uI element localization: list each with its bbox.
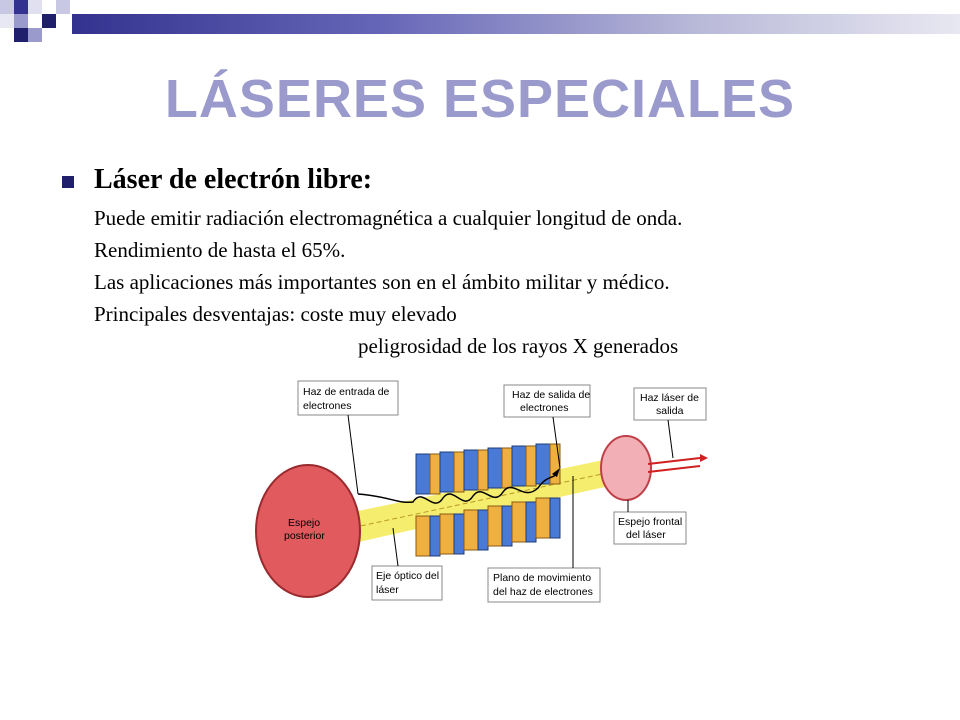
label-box-entrada xyxy=(297,380,399,416)
body-line: Principales desventajas: coste muy eleva… xyxy=(94,302,457,326)
body-line-indented: peligrosidad de los rayos X generados xyxy=(358,334,679,358)
leader-line xyxy=(392,527,399,567)
label-laser-salida-2: salida xyxy=(656,405,684,417)
output-laser-arrowhead xyxy=(700,454,708,462)
front-mirror xyxy=(600,435,652,501)
label-plano-1: Plano de movimiento xyxy=(493,572,591,584)
rear-mirror-label-1: Espejo xyxy=(288,517,320,529)
bullet-body: Puede emitir radiación electromagnética … xyxy=(94,202,682,362)
label-box-plano xyxy=(487,567,601,603)
output-laser-arrow xyxy=(647,457,701,465)
heading-colon: : xyxy=(362,164,373,195)
label-entrada-2: electrones xyxy=(303,400,351,412)
label-salida-1: Haz de salida de xyxy=(512,389,590,401)
output-laser-arrow-2 xyxy=(647,465,701,473)
rear-mirror xyxy=(255,464,361,598)
body-line: Rendimiento de hasta el 65%. xyxy=(94,238,346,262)
rear-mirror-label-2: posterior xyxy=(284,530,325,542)
leader-line xyxy=(552,416,561,469)
label-eje-2: láser xyxy=(376,584,399,596)
electron-path xyxy=(357,471,559,504)
label-laser-salida-1: Haz láser de xyxy=(640,392,699,404)
leader-line xyxy=(347,414,359,495)
bullet-square-icon xyxy=(62,176,74,188)
label-plano-2: del haz de electrones xyxy=(493,586,593,598)
optical-axis-line xyxy=(313,470,617,537)
header-gradient-bar xyxy=(72,14,960,34)
label-box-eje xyxy=(371,565,443,601)
label-espejo-frontal-1: Espejo frontal xyxy=(618,516,682,528)
slide-title: LÁSERES ESPECIALES xyxy=(164,69,796,129)
label-espejo-frontal-2: del láser xyxy=(626,529,666,541)
label-box-espejo-frontal xyxy=(613,511,687,545)
undulator-magnets-bottom xyxy=(415,497,561,557)
label-box-salida xyxy=(503,384,591,418)
bullet-heading: Láser de electrón libre: xyxy=(94,164,372,196)
label-eje-1: Eje óptico del xyxy=(376,570,439,582)
body-line: Las aplicaciones más importantes son en … xyxy=(94,270,670,294)
label-box-laser-salida xyxy=(633,387,707,421)
heading-text: Láser de electrón libre xyxy=(94,164,363,195)
label-entrada-1: Haz de entrada de xyxy=(303,386,390,398)
free-electron-laser-diagram: Espejo posterior Haz xyxy=(255,380,708,603)
label-salida-2: electrones xyxy=(520,402,568,414)
electron-arrowhead xyxy=(552,468,560,477)
leader-line xyxy=(667,419,674,459)
undulator-magnets-top xyxy=(415,443,561,495)
body-line: Puede emitir radiación electromagnética … xyxy=(94,206,683,230)
